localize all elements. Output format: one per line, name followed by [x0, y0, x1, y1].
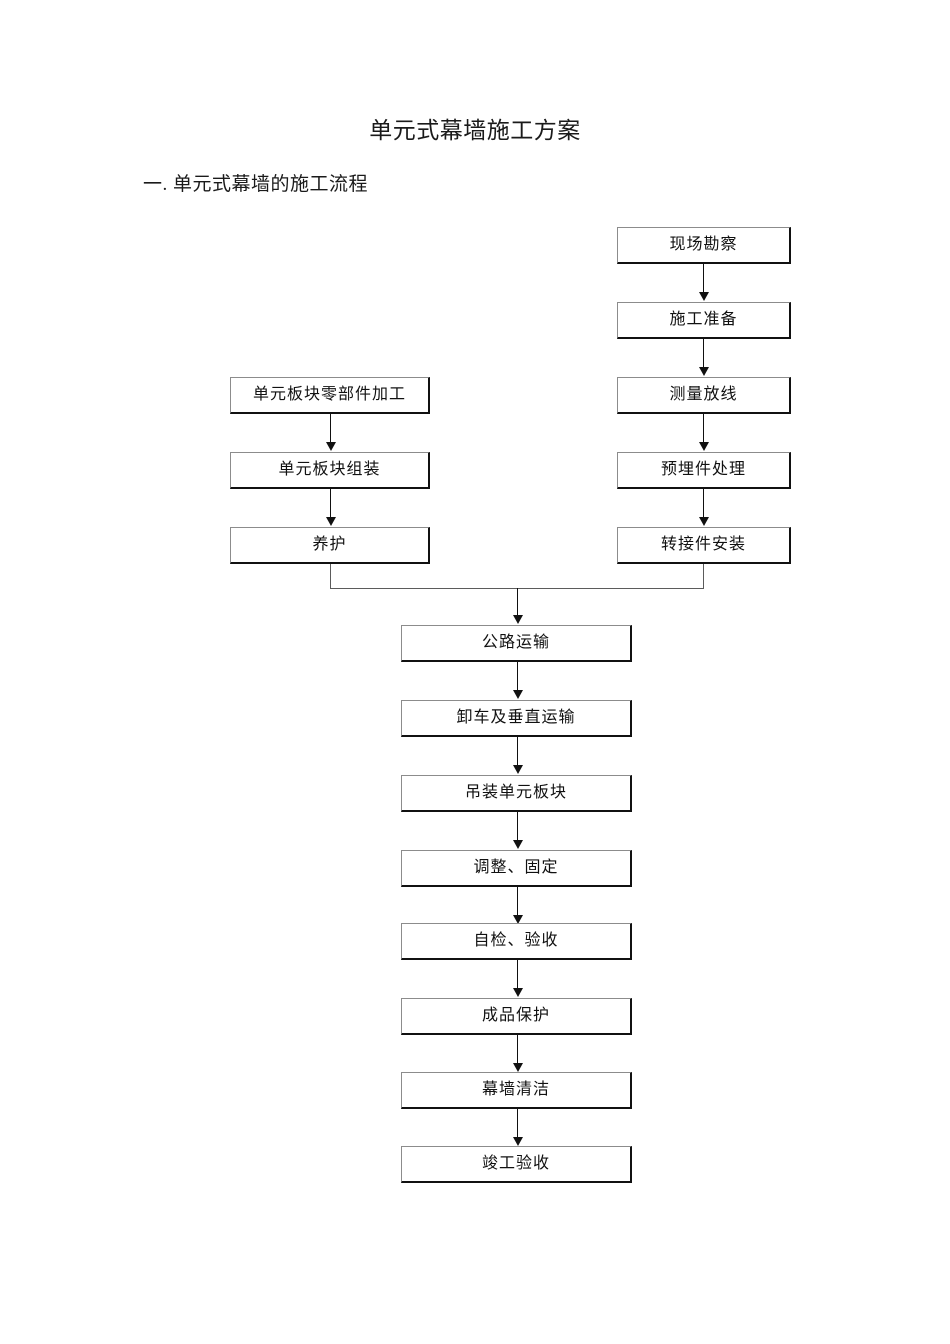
- connector-c3-c4: [517, 812, 518, 841]
- arrow-head-c2-c3: [513, 765, 523, 774]
- arrow-head-merge-c1: [513, 615, 523, 624]
- flow-node-label: 竣工验收: [481, 1155, 550, 1172]
- flow-node-zhuanjiejiananzhuang: 转接件安装: [617, 527, 791, 564]
- arrow-head-r3-r4: [699, 442, 709, 451]
- flow-node-label: 单元板块组装: [278, 461, 381, 478]
- connector-r4-r5: [703, 489, 704, 518]
- page-title: 单元式幕墙施工方案: [369, 118, 581, 143]
- flow-node-label: 卸车及垂直运输: [456, 709, 576, 726]
- arrow-head-c3-c4: [513, 840, 523, 849]
- flow-node-zijianyanshou: 自检、验收: [401, 923, 632, 960]
- flow-node-xianchangkancha: 现场勘察: [617, 227, 791, 264]
- flow-node-danyuanbankuailingbujianjiagong: 单元板块零部件加工: [230, 377, 430, 414]
- section-heading: 一. 单元式幕墙的施工流程: [143, 174, 369, 195]
- connector-c1-c2: [517, 662, 518, 691]
- connector-c5-c6: [517, 960, 518, 989]
- flow-node-celiangfangxian: 测量放线: [617, 377, 791, 414]
- flow-node-yumaijianchuli: 预埋件处理: [617, 452, 791, 489]
- connector-right-drop: [703, 564, 704, 589]
- flow-node-shigongzhunbei: 施工准备: [617, 302, 791, 339]
- flow-node-muqiangqingjie: 幕墙清洁: [401, 1072, 632, 1109]
- arrow-head-c7-c8: [513, 1137, 523, 1146]
- connector-c4-c5: [517, 887, 518, 916]
- connector-l1-l2: [330, 414, 331, 443]
- flow-node-label: 成品保护: [481, 1007, 550, 1024]
- flow-node-label: 现场勘察: [669, 236, 738, 253]
- flow-node-label: 调整、固定: [473, 859, 559, 876]
- arrow-head-c4-c5: [513, 915, 523, 924]
- flow-node-label: 预埋件处理: [660, 461, 746, 478]
- connector-r1-r2: [703, 264, 704, 293]
- flow-node-gongluyunshu: 公路运输: [401, 625, 632, 662]
- connector-c2-c3: [517, 737, 518, 766]
- flow-node-label: 转接件安装: [660, 536, 746, 553]
- connector-r3-r4: [703, 414, 704, 443]
- connector-c7-c8: [517, 1109, 518, 1138]
- flow-node-label: 施工准备: [669, 311, 738, 328]
- flow-node-diaozhuangdanyuanbankuai: 吊装单元板块: [401, 775, 632, 812]
- arrow-head-c6-c7: [513, 1063, 523, 1072]
- connector-merge-to-c1: [517, 588, 518, 616]
- flow-node-xiecheijichuizhiyunshu: 卸车及垂直运输: [401, 700, 632, 737]
- connector-l2-l3: [330, 489, 331, 518]
- arrow-head-l1-l2: [326, 442, 336, 451]
- arrow-head-l2-l3: [326, 517, 336, 526]
- flow-node-label: 幕墙清洁: [481, 1081, 550, 1098]
- connector-c6-c7: [517, 1035, 518, 1064]
- flow-node-label: 吊装单元板块: [464, 784, 567, 801]
- flow-node-label: 养护: [312, 536, 347, 553]
- flow-node-yanghu: 养护: [230, 527, 430, 564]
- connector-left-drop: [330, 564, 331, 589]
- flow-node-label: 单元板块零部件加工: [252, 386, 406, 403]
- connector-r2-r3: [703, 339, 704, 368]
- flow-node-tiaozhengguding: 调整、固定: [401, 850, 632, 887]
- arrow-head-r1-r2: [699, 292, 709, 301]
- arrow-head-r2-r3: [699, 367, 709, 376]
- flow-node-danyuanbankuaizuzhuang: 单元板块组装: [230, 452, 430, 489]
- flow-node-jungongyanshou: 竣工验收: [401, 1146, 632, 1183]
- flow-node-label: 测量放线: [669, 386, 738, 403]
- flow-node-chengpinbaohu: 成品保护: [401, 998, 632, 1035]
- flow-node-label: 公路运输: [481, 634, 550, 651]
- arrow-head-c1-c2: [513, 690, 523, 699]
- arrow-head-r4-r5: [699, 517, 709, 526]
- flow-node-label: 自检、验收: [473, 932, 559, 949]
- arrow-head-c5-c6: [513, 988, 523, 997]
